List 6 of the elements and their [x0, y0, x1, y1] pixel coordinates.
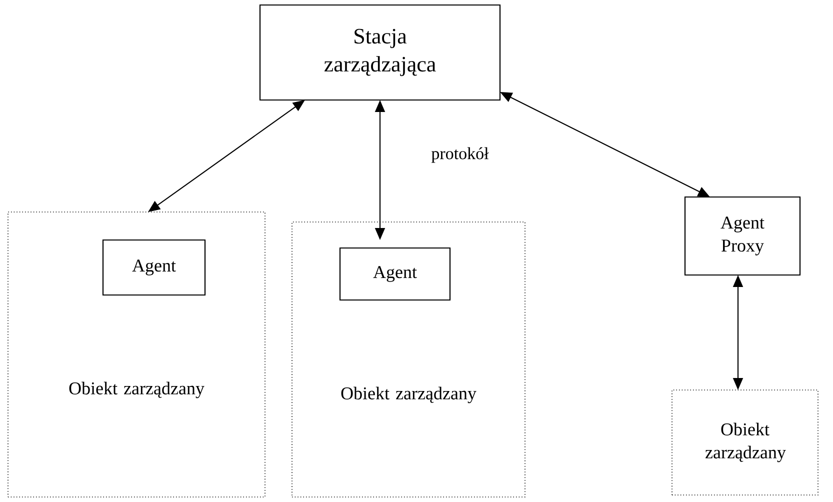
proxy-box: Agent Proxy	[684, 196, 801, 276]
text-label: protokół	[431, 147, 489, 163]
station-box: Stacja zarządzająca	[259, 4, 501, 101]
agent-box: Agent	[339, 247, 451, 301]
object-box: Obiekt zarządzany	[672, 390, 818, 496]
agent-box: Agent	[102, 239, 206, 296]
